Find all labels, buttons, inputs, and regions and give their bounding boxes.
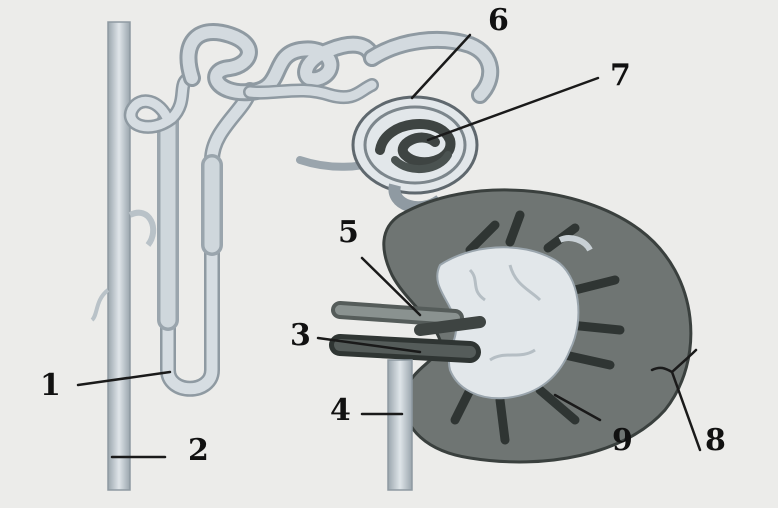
label-7: 7 (610, 58, 631, 93)
label-4: 4 (330, 393, 351, 428)
ureter (388, 360, 412, 490)
label-3: 3 (290, 318, 311, 353)
label-5: 5 (338, 215, 359, 250)
label-1: 1 (40, 368, 61, 403)
label-9: 9 (612, 423, 633, 458)
label-8: 8 (705, 423, 726, 458)
label-6: 6 (488, 3, 509, 38)
label-2: 2 (188, 433, 209, 468)
